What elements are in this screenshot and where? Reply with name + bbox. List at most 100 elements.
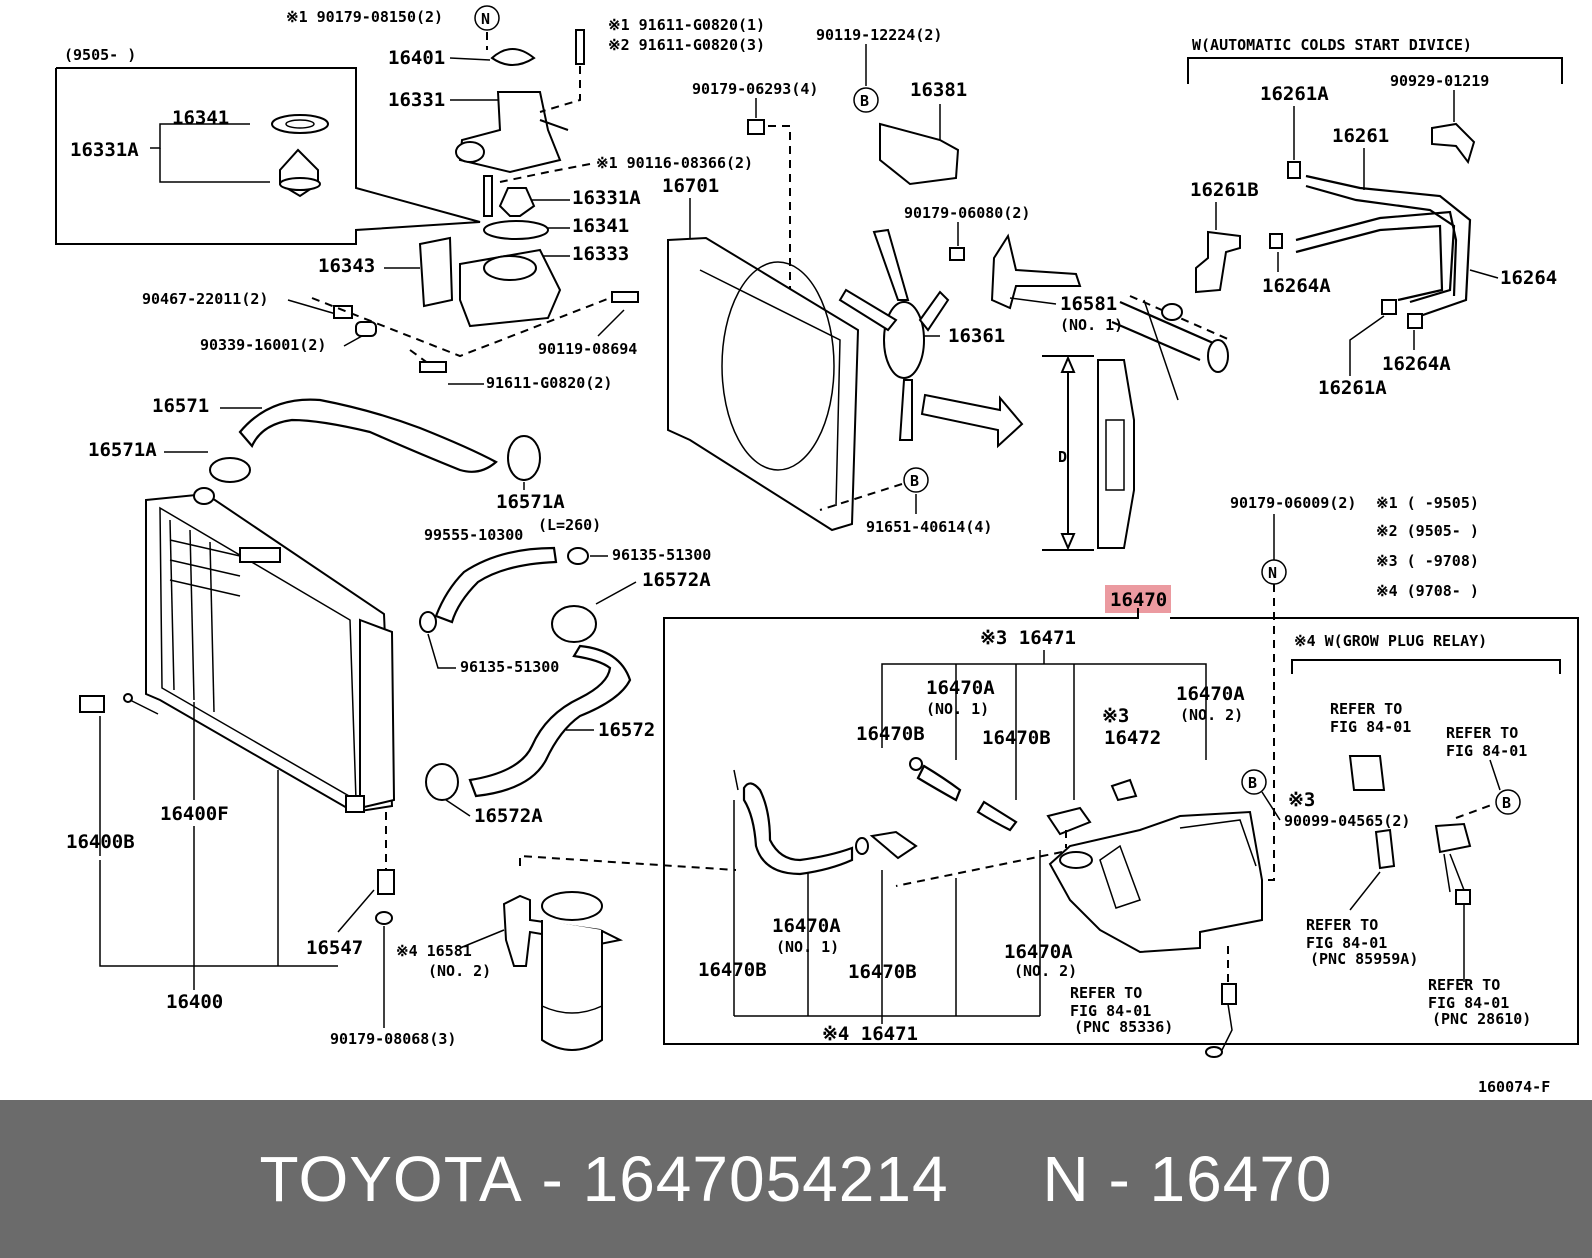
label-90179-06080: 90179-06080(2) [904,204,1030,222]
label-90119-08694: 90119-08694 [538,340,637,358]
label-16400: 16400 [166,991,223,1013]
refer-c-2: FIG 84-01 [1306,934,1387,952]
footer-bar: TOYOTA - 1647054214 N - 16470 [0,1100,1592,1258]
label-16470a-low-s: (NO. 1) [776,938,839,956]
refer-a-2: FIG 84-01 [1330,718,1411,736]
label-16470b: 16470B [856,723,925,745]
refer-c-3: (PNC 85959A) [1310,950,1418,968]
label-16331: 16331 [388,89,445,111]
refer-85336-1: REFER TO [1070,984,1142,1002]
label-16341-inset: 16341 [172,107,229,129]
label-16470a-no2-s: (NO. 2) [1180,706,1243,724]
label-16333: 16333 [572,243,629,265]
reservoir-group: ※4 16581 (NO. 2) [396,854,737,1051]
label-16343: 16343 [318,255,375,277]
radiator-group: 16400F 16400B 16400 16547 90179-08068(3) [66,487,456,1048]
label-16470a-no2: 16470A [1176,683,1245,705]
label-3-16472: ※3 [1102,705,1129,727]
refer-b-1: REFER TO [1446,724,1518,742]
label-16331a: 16331A [572,187,641,209]
label-91651-40614: 91651-40614(4) [866,518,992,536]
label-l260: (L=260) [538,516,601,534]
label-99555-10300: 99555-10300 [424,526,523,544]
label-90116-08366: ※1 90116-08366(2) [596,154,753,172]
label-90119-12224: 90119-12224(2) [816,26,942,44]
circle-b-fan: B [910,472,919,490]
label-16581: 16581 [1060,293,1117,315]
dim-d: D [1058,448,1067,466]
label-16381: 16381 [910,79,967,101]
hose-group: 16571 16571A 16571A 99555-10300 (L=260) … [88,395,711,827]
circle-n-right: N [1268,564,1277,582]
label-90929-01219: 90929-01219 [1390,72,1489,90]
label-16571a: 16571A [88,439,157,461]
label-16470a-low: 16470A [772,915,841,937]
label-16261: 16261 [1332,125,1389,147]
refer-b-2: FIG 84-01 [1446,742,1527,760]
label-16264a-b: 16264A [1382,353,1451,375]
label-416581-no2: (NO. 2) [428,962,491,980]
note-n1: ※1 ( -9505) [1376,494,1479,512]
label-96135-51300: 96135-51300 [612,546,711,564]
footer-text: TOYOTA - 1647054214 N - 16470 [0,1100,1592,1258]
label-16472: 16472 [1104,727,1161,749]
label-90339-16001: 90339-16001(2) [200,336,326,354]
label-16264: 16264 [1500,267,1557,289]
label-16470: 16470 [1110,589,1167,611]
label-91611-g0820-3: ※2 91611-G0820(3) [608,36,765,54]
refer-85336-2: FIG 84-01 [1070,1002,1151,1020]
note-n4: ※4 (9708- ) [1376,582,1479,600]
tank-assembly-box: 16470 90179-06009(2) N ※1 ( -9505) ※2 (9… [663,494,1579,1058]
label-16261b: 16261B [1190,179,1259,201]
label-16400f: 16400F [160,803,229,825]
label-16572a-b: 16572A [474,805,543,827]
figure-code: 160074-F [1478,1078,1550,1096]
label-16261a-b: 16261A [1318,377,1387,399]
label-91611-g0820-2: 91611-G0820(2) [486,374,612,392]
footer-brand: TOYOTA [259,1143,523,1215]
label-16571: 16571 [152,395,209,417]
refer-a-1: REFER TO [1330,700,1402,718]
label-16470b-low2: 16470B [848,961,917,983]
refer-85336-3: (PNC 85336) [1074,1018,1173,1036]
label-16571a-b: 16571A [496,491,565,513]
label-16470a-no1-s: (NO. 1) [926,700,989,718]
label-416581: ※4 16581 [396,942,472,960]
footer-part-no: 1647054214 [582,1143,949,1215]
label-16470a-low2-s: (NO. 2) [1014,962,1077,980]
refer-d-3: (PNC 28610) [1432,1010,1531,1028]
note-n3: ※3 ( -9708) [1376,552,1479,570]
label-16572a: 16572A [642,569,711,591]
fan-group: 90119-12224(2) B 16381 90179-06293(4) 16… [662,26,1231,551]
label-16701: 16701 [662,175,719,197]
label-316471: ※3 16471 [980,627,1076,649]
note-n2: ※2 (9505- ) [1376,522,1479,540]
circle-b-tank: B [1248,774,1257,792]
refer-d-2: FIG 84-01 [1428,994,1509,1012]
label-16470b-b: 16470B [982,727,1051,749]
label-16572: 16572 [598,719,655,741]
label-16470a-no1: 16470A [926,677,995,699]
label-16547: 16547 [306,937,363,959]
label-90179-08068: 90179-08068(3) [330,1030,456,1048]
note-auto-cold-start: W(AUTOMATIC COLDS START DIVICE) [1192,36,1472,54]
circle-b-relay: B [1502,794,1511,812]
label-90179-06293: 90179-06293(4) [692,80,818,98]
refer-c-1: REFER TO [1306,916,1378,934]
label-16581-no1: (NO. 1) [1060,316,1123,334]
label-3-90099: ※3 [1288,789,1315,811]
diagram-svg: (9505- ) 16331A 16341 ※1 90179-08150(2) … [55,5,1579,1096]
label-16331a-inset: 16331A [70,139,139,161]
label-90179-08150: ※1 90179-08150(2) [286,8,443,26]
circle-b-top: B [860,92,869,110]
label-91611-g0820-1: ※1 91611-G0820(1) [608,16,765,34]
label-416471: ※4 16471 [822,1023,918,1045]
label-16470a-low2: 16470A [1004,941,1073,963]
refer-d-1: REFER TO [1428,976,1500,994]
label-16401: 16401 [388,47,445,69]
cold-start-group: W(AUTOMATIC COLDS START DIVICE) 16261A 9… [1187,36,1563,399]
label-16261a: 16261A [1260,83,1329,105]
footer-sep-1: - [522,1143,583,1215]
label-90179-06009: 90179-06009(2) [1230,494,1356,512]
note-glow-plug: ※4 W(GROW PLUG RELAY) [1294,632,1487,650]
